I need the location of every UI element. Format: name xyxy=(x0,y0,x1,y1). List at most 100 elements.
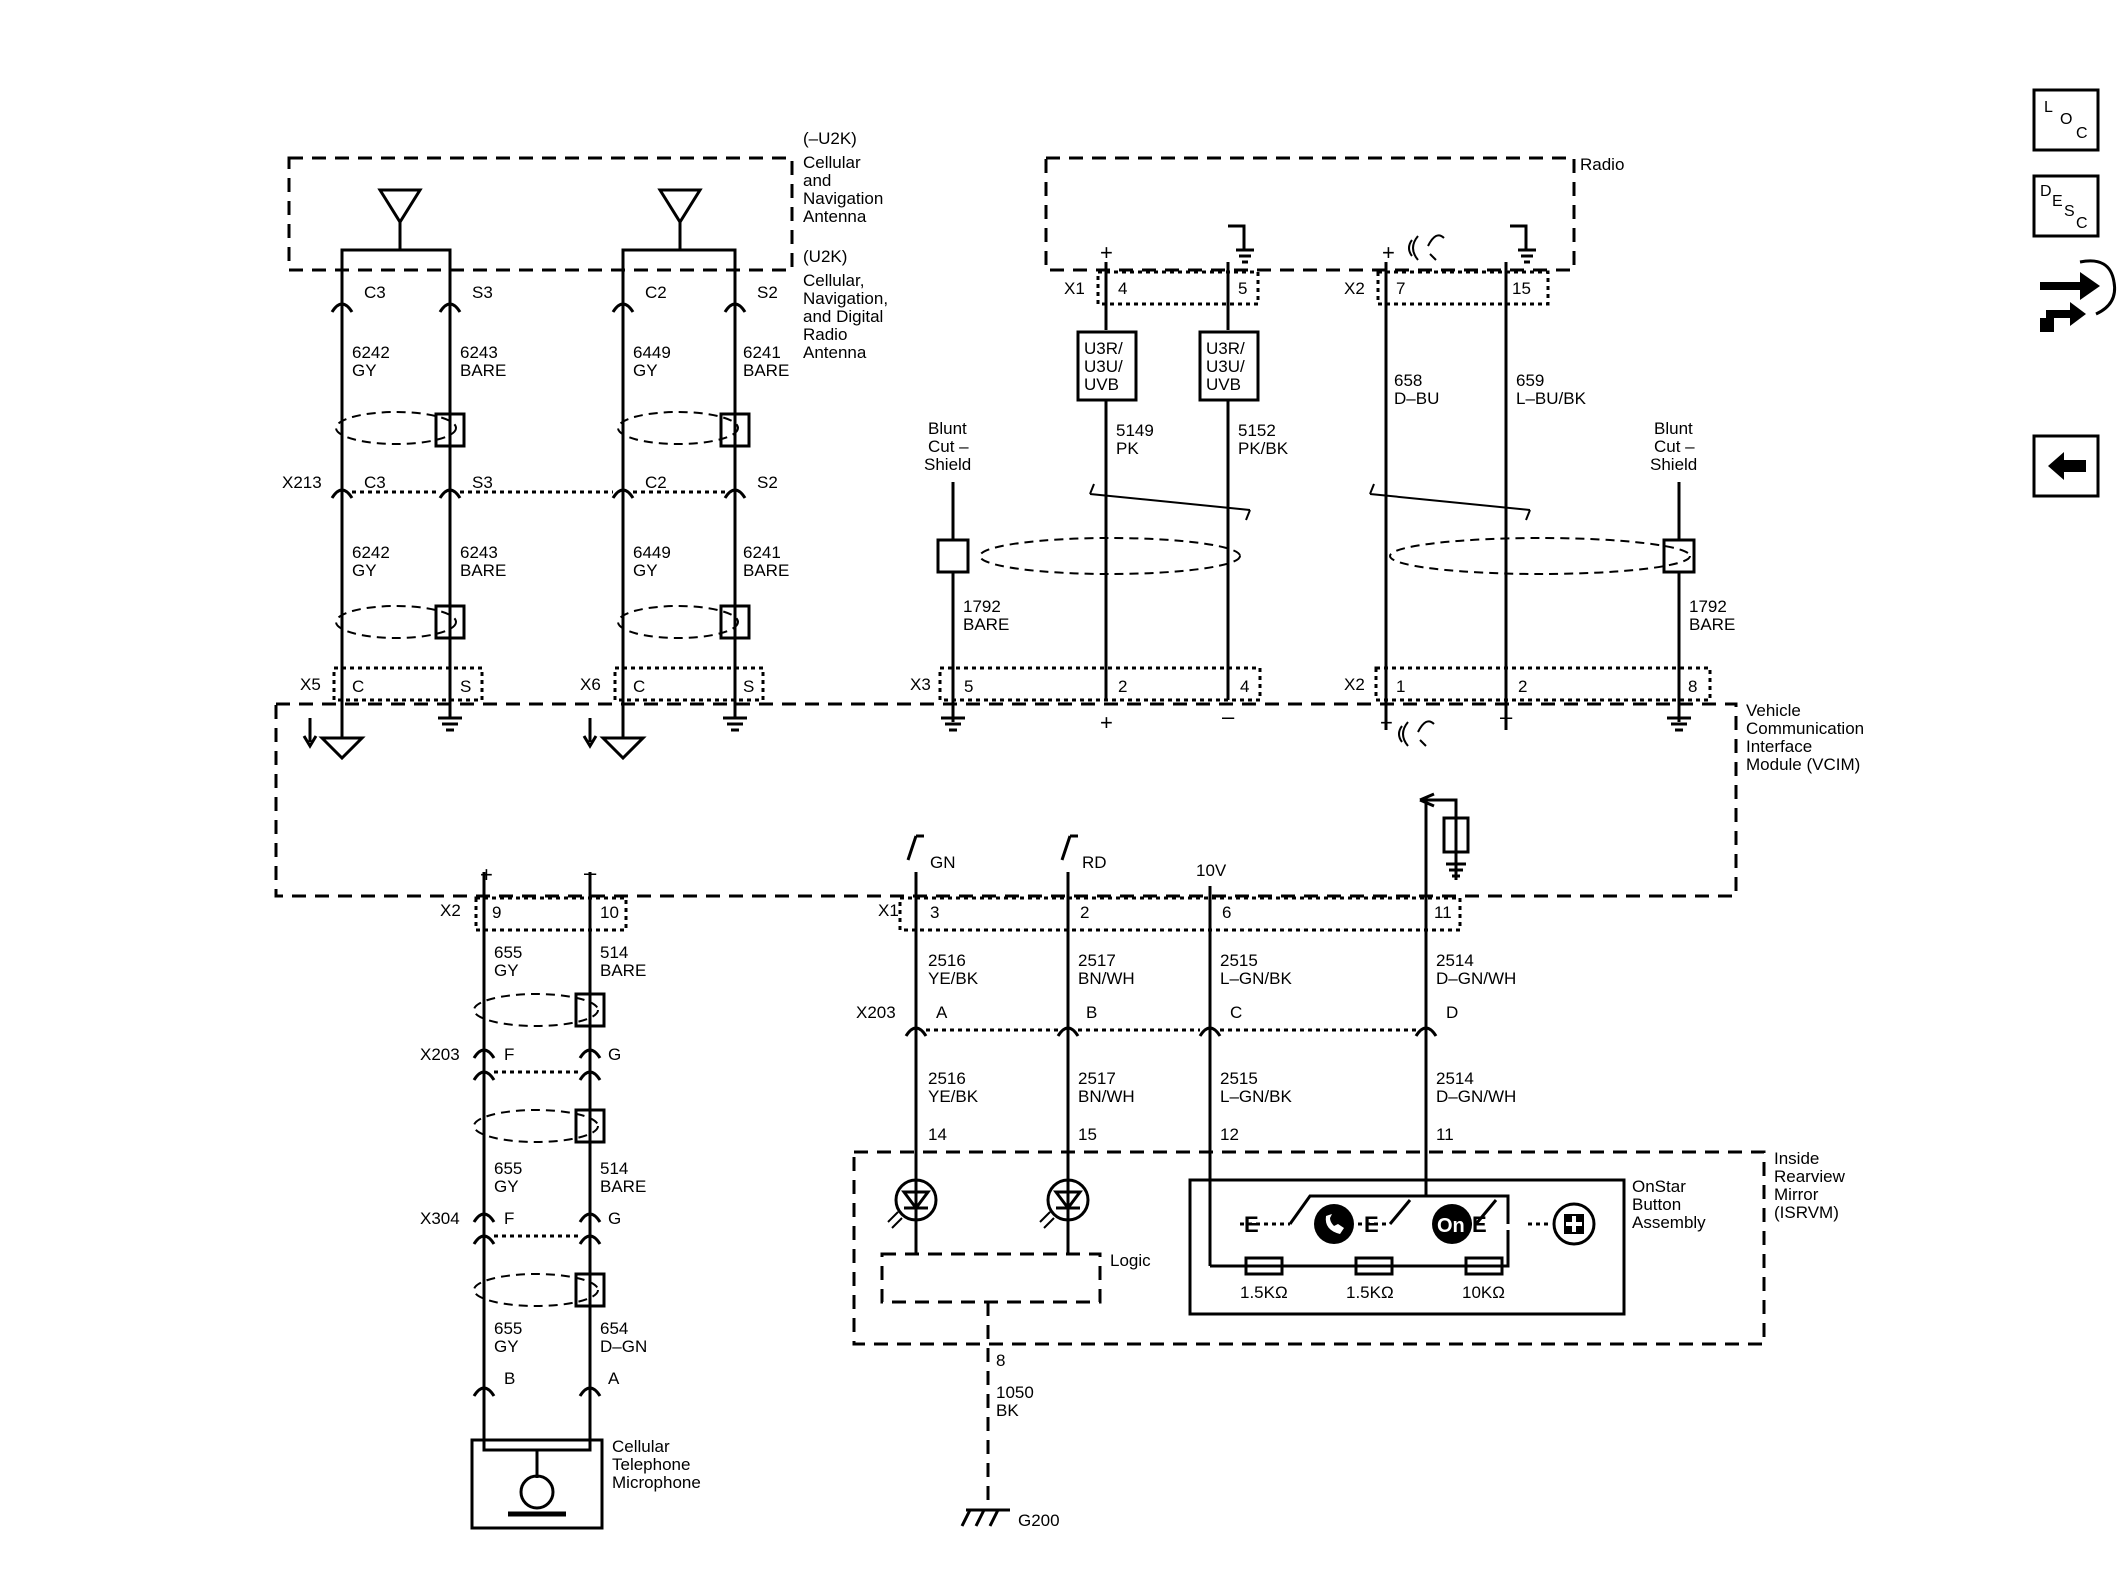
mirror-x203-pin-d: D xyxy=(1446,1003,1458,1022)
fuse-1-line-2: UVB xyxy=(1084,375,1119,394)
vcim-lower-x2-pin-10: 10 xyxy=(600,903,619,922)
blunt-cut-shields: Blunt Cut – Shield Blunt Cut – Shield 17… xyxy=(924,419,1735,634)
wire-6241-a-color: BARE xyxy=(743,361,789,380)
wire-514-a: 514 xyxy=(600,943,628,962)
wire-6242-a: 6242 xyxy=(352,343,390,362)
blunt-right-2: Shield xyxy=(1650,455,1697,474)
blunt-left-1: Cut – xyxy=(928,437,969,456)
wire-2514-b: 2514 xyxy=(1436,1069,1474,1088)
mirror-pin-15: 15 xyxy=(1078,1125,1097,1144)
desc-button[interactable]: D E S C xyxy=(2032,174,2100,238)
vcim-x3-pin-5: 5 xyxy=(964,677,973,696)
x213-pin-c3: C3 xyxy=(364,473,386,492)
wire-2515-a: 2515 xyxy=(1220,951,1258,970)
wire-2514-b-color: D–GN/WH xyxy=(1436,1087,1516,1106)
vcim-lower-x2-pin-9: 9 xyxy=(492,903,501,922)
resistor-3 xyxy=(1464,1256,1504,1276)
x5-pin-s: S xyxy=(460,677,471,696)
mirror-pin-12: 12 xyxy=(1220,1125,1239,1144)
wire-2516-b-color: YE/BK xyxy=(928,1087,979,1106)
radio-plus-2: + xyxy=(1382,240,1395,265)
loc-button[interactable]: L O C xyxy=(2032,88,2100,152)
x5-label: X5 xyxy=(300,675,321,694)
fuse-1-line-0: U3R/ xyxy=(1084,339,1123,358)
vcim-minus-2: – xyxy=(1500,704,1513,729)
wire-658: 658 xyxy=(1394,371,1422,390)
switch-e-3: E xyxy=(1472,1212,1487,1237)
blunt-right-0: Blunt xyxy=(1654,419,1693,438)
mirror-branch: 2516 YE/BK 2517 BN/WH 2515 L–GN/BK 2514 … xyxy=(852,802,1846,1530)
fuse-2-line-0: U3R/ xyxy=(1206,339,1245,358)
wire-1792-left-color: BARE xyxy=(963,615,1009,634)
wire-6242-b-color: GY xyxy=(352,561,377,580)
vcim-lower-x1-pin-6: 6 xyxy=(1222,903,1231,922)
wire-655-a-color: GY xyxy=(494,961,519,980)
wire-2516-a: 2516 xyxy=(928,951,966,970)
vcim-minus-1: – xyxy=(1222,704,1235,729)
mirror-label-0: Inside xyxy=(1774,1149,1819,1168)
vcim-x3-pin-4: 4 xyxy=(1240,677,1249,696)
led-icon xyxy=(887,1178,938,1229)
antenna-label-a-4: Antenna xyxy=(803,207,867,226)
pin-s2: S2 xyxy=(757,283,778,302)
mic-x203-label: X203 xyxy=(420,1045,460,1064)
vcim-plus-1: + xyxy=(1100,710,1113,735)
phone-button-icon xyxy=(1314,1204,1354,1244)
fuse-1-line-1: U3U/ xyxy=(1084,357,1123,376)
resistor-2-value: 1.5KΩ xyxy=(1346,1283,1394,1302)
x213-pin-c2: C2 xyxy=(645,473,667,492)
x213-label: X213 xyxy=(282,473,322,492)
wire-2517-b: 2517 xyxy=(1078,1069,1116,1088)
wire-5149-color: PK xyxy=(1116,439,1139,458)
wire-1792-right: 1792 xyxy=(1689,597,1727,616)
wire-6243-a-color: BARE xyxy=(460,361,506,380)
vcim-rd: RD xyxy=(1082,853,1107,872)
wire-2515-b-color: L–GN/BK xyxy=(1220,1087,1292,1106)
vcim-x2-label: X2 xyxy=(1344,675,1365,694)
blunt-left-2: Shield xyxy=(924,455,971,474)
x6-pin-c: C xyxy=(633,677,645,696)
vcim-module: Vehicle Communication Interface Module (… xyxy=(274,666,1864,932)
connector-service-icon[interactable] xyxy=(2040,259,2117,332)
wire-514-a-color: BARE xyxy=(600,961,646,980)
mirror-pin-14: 14 xyxy=(928,1125,947,1144)
wire-6449-a-color: GY xyxy=(633,361,658,380)
wire-6243-b-color: BARE xyxy=(460,561,506,580)
mirror-x203-pin-a: A xyxy=(936,1003,948,1022)
wire-6241-a: 6241 xyxy=(743,343,781,362)
onstar-on-text: On xyxy=(1437,1215,1465,1237)
mirror-x203-pin-b: B xyxy=(1086,1003,1097,1022)
wire-655-c: 655 xyxy=(494,1319,522,1338)
wire-2515-a-color: L–GN/BK xyxy=(1220,969,1292,988)
desc-letter-c: C xyxy=(2076,215,2088,232)
antenna-label-b-2: Navigation, xyxy=(803,289,888,308)
wire-1050: 1050 xyxy=(996,1383,1034,1402)
wire-655-c-color: GY xyxy=(494,1337,519,1356)
pin-s3: S3 xyxy=(472,283,493,302)
emergency-cross-icon xyxy=(1552,1202,1596,1246)
chassis-ground-icon xyxy=(960,1508,1010,1527)
desc-letter-e: E xyxy=(2052,193,2063,210)
vcim-x3-label: X3 xyxy=(910,675,931,694)
resistor-1 xyxy=(1244,1256,1284,1276)
mic-x304-label: X304 xyxy=(420,1209,460,1228)
microphone-branch: 655 GY 514 BARE X203 F G 655 GY 514 BARE… xyxy=(420,872,701,1530)
x5-pin-c: C xyxy=(352,677,364,696)
radio-module: Radio + + X1 4 5 X2 7 15 U3R/ U3U/ UVB U… xyxy=(936,155,1696,730)
onstar-label-1: Button xyxy=(1632,1195,1681,1214)
wire-6449-b: 6449 xyxy=(633,543,671,562)
back-button[interactable] xyxy=(2032,434,2100,498)
wire-6243-b: 6243 xyxy=(460,543,498,562)
mirror-pin-11: 11 xyxy=(1436,1125,1454,1144)
desc-letter-d: D xyxy=(2040,183,2052,200)
mirror-label-1: Rearview xyxy=(1774,1167,1846,1186)
resistor-3-value: 10KΩ xyxy=(1462,1283,1505,1302)
speaker-icon xyxy=(1398,720,1435,747)
wire-5152: 5152 xyxy=(1238,421,1276,440)
antenna-label-a-1: Cellular xyxy=(803,153,861,172)
wire-6241-b-color: BARE xyxy=(743,561,789,580)
wire-1050-color: BK xyxy=(996,1401,1019,1420)
wire-1792-right-color: BARE xyxy=(1689,615,1735,634)
wire-654-color: D–GN xyxy=(600,1337,647,1356)
